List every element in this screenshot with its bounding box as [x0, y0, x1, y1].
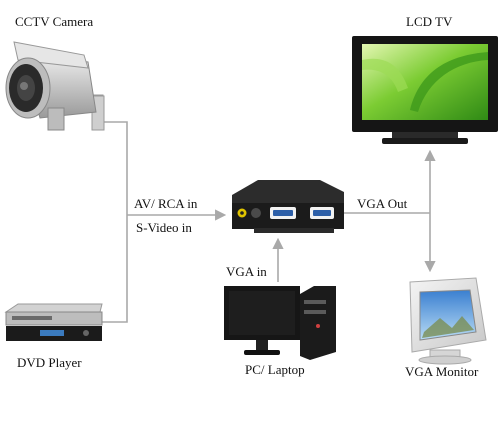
vga-out-label: VGA Out	[357, 196, 408, 211]
wire-camera	[100, 121, 128, 215]
vga-in-label: VGA in	[226, 264, 267, 279]
dvd-player-icon	[4, 303, 103, 341]
pc-laptop-label: PC/ Laptop	[245, 362, 305, 377]
lcd-tv-icon	[352, 36, 498, 144]
cctv-camera-icon	[5, 41, 105, 131]
s-video-in-label: S-Video in	[136, 220, 192, 235]
cctv-camera-label: CCTV Camera	[15, 14, 94, 29]
lcd-tv-label: LCD TV	[406, 14, 453, 29]
converter-box-icon	[232, 180, 344, 233]
vga-monitor-label: VGA Monitor	[405, 364, 479, 379]
dvd-player-label: DVD Player	[17, 355, 82, 370]
crt-monitor-icon	[409, 277, 487, 365]
av-rca-in-label: AV/ RCA in	[134, 196, 198, 211]
wire-dvd	[100, 215, 128, 323]
wires	[100, 121, 436, 323]
desktop-pc-icon	[224, 286, 336, 360]
